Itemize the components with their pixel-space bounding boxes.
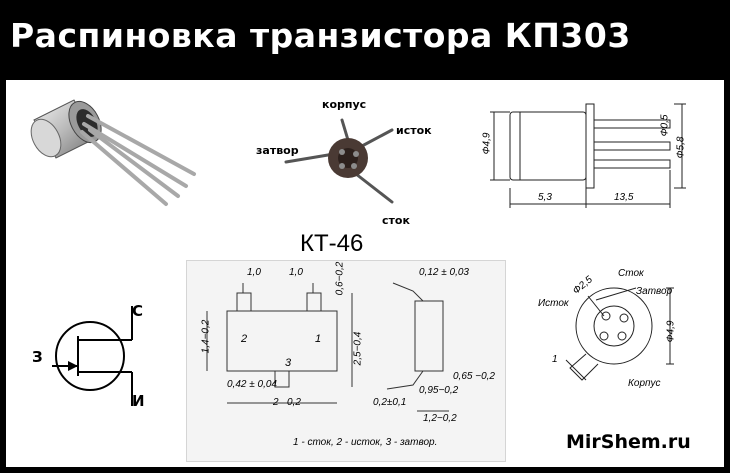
pin-label-2: 2: [241, 333, 248, 345]
dim-standoff: 0,2±0,1: [373, 397, 407, 408]
diagram-panel: корпус исток затвор сток: [6, 80, 724, 467]
dim-lead-height: 0,6−0,2: [334, 261, 346, 296]
bottom-view-drawing: [565, 287, 674, 381]
dim-total-height: 1,2−0,2: [423, 413, 457, 424]
dim-lead-thickness: 0,12 ± 0,03: [419, 267, 469, 278]
dim-pin-length: 13,5: [614, 192, 634, 203]
dim-can-diameter: Ф4,9: [481, 132, 493, 155]
bv-label-source: Исток: [538, 298, 569, 309]
dim-body-length-tol: 0,2: [287, 397, 301, 408]
pin-legend: 1 - сток, 2 - исток, 3 - затвор.: [293, 437, 438, 448]
symbol-gate: З: [32, 348, 43, 366]
bv-dim-can: Ф4,9: [665, 320, 677, 343]
pin-label-1: 1: [315, 333, 322, 345]
bv-label-gate: Затвор: [636, 286, 673, 297]
dim-pad-2: 1,0: [289, 267, 303, 278]
dim-pin-diameter: Ф0,5: [659, 114, 671, 137]
smd-drawing: 1,0 1,0 0,6−0,2 0,12 ± 0,03 1,4−0,2 2,5−…: [186, 260, 506, 462]
symbol-drain: С: [132, 302, 144, 320]
dim-flange-diameter: Ф5,8: [675, 136, 687, 159]
dim-body-length: 2: [273, 397, 279, 408]
page-title: Распиновка транзистора КП303: [10, 16, 631, 55]
dim-pin-width: 0,42 ± 0,04: [227, 379, 277, 390]
pins: [80, 114, 196, 206]
pinout-top-view: [284, 118, 394, 204]
bv-dim-tab: 1: [552, 354, 558, 365]
label-source: исток: [396, 124, 432, 137]
dim-lead-length: 0,65 −0,2: [453, 371, 495, 382]
symbol-source: И: [132, 392, 145, 410]
label-drain: сток: [382, 214, 410, 227]
site-watermark: MirShem.ru: [566, 431, 691, 453]
dim-body-width: 1,4−0,2: [200, 319, 212, 354]
pin-label-3: 3: [285, 357, 292, 369]
schematic-symbol: [52, 306, 133, 406]
dim-total-width: 2,5−0,4: [352, 331, 364, 366]
label-gate: затвор: [256, 144, 299, 157]
dim-pad-1: 1,0: [247, 267, 261, 278]
bv-label-drain: Сток: [618, 268, 644, 279]
dim-height: 0,95−0,2: [419, 385, 459, 396]
dim-body-length: 5,3: [538, 192, 552, 203]
can-outline-drawing: [490, 103, 686, 208]
label-body: корпус: [322, 98, 367, 111]
transistor-photo: [30, 99, 196, 206]
bv-label-body: Корпус: [628, 378, 661, 389]
package-name: КТ-46: [300, 230, 364, 257]
